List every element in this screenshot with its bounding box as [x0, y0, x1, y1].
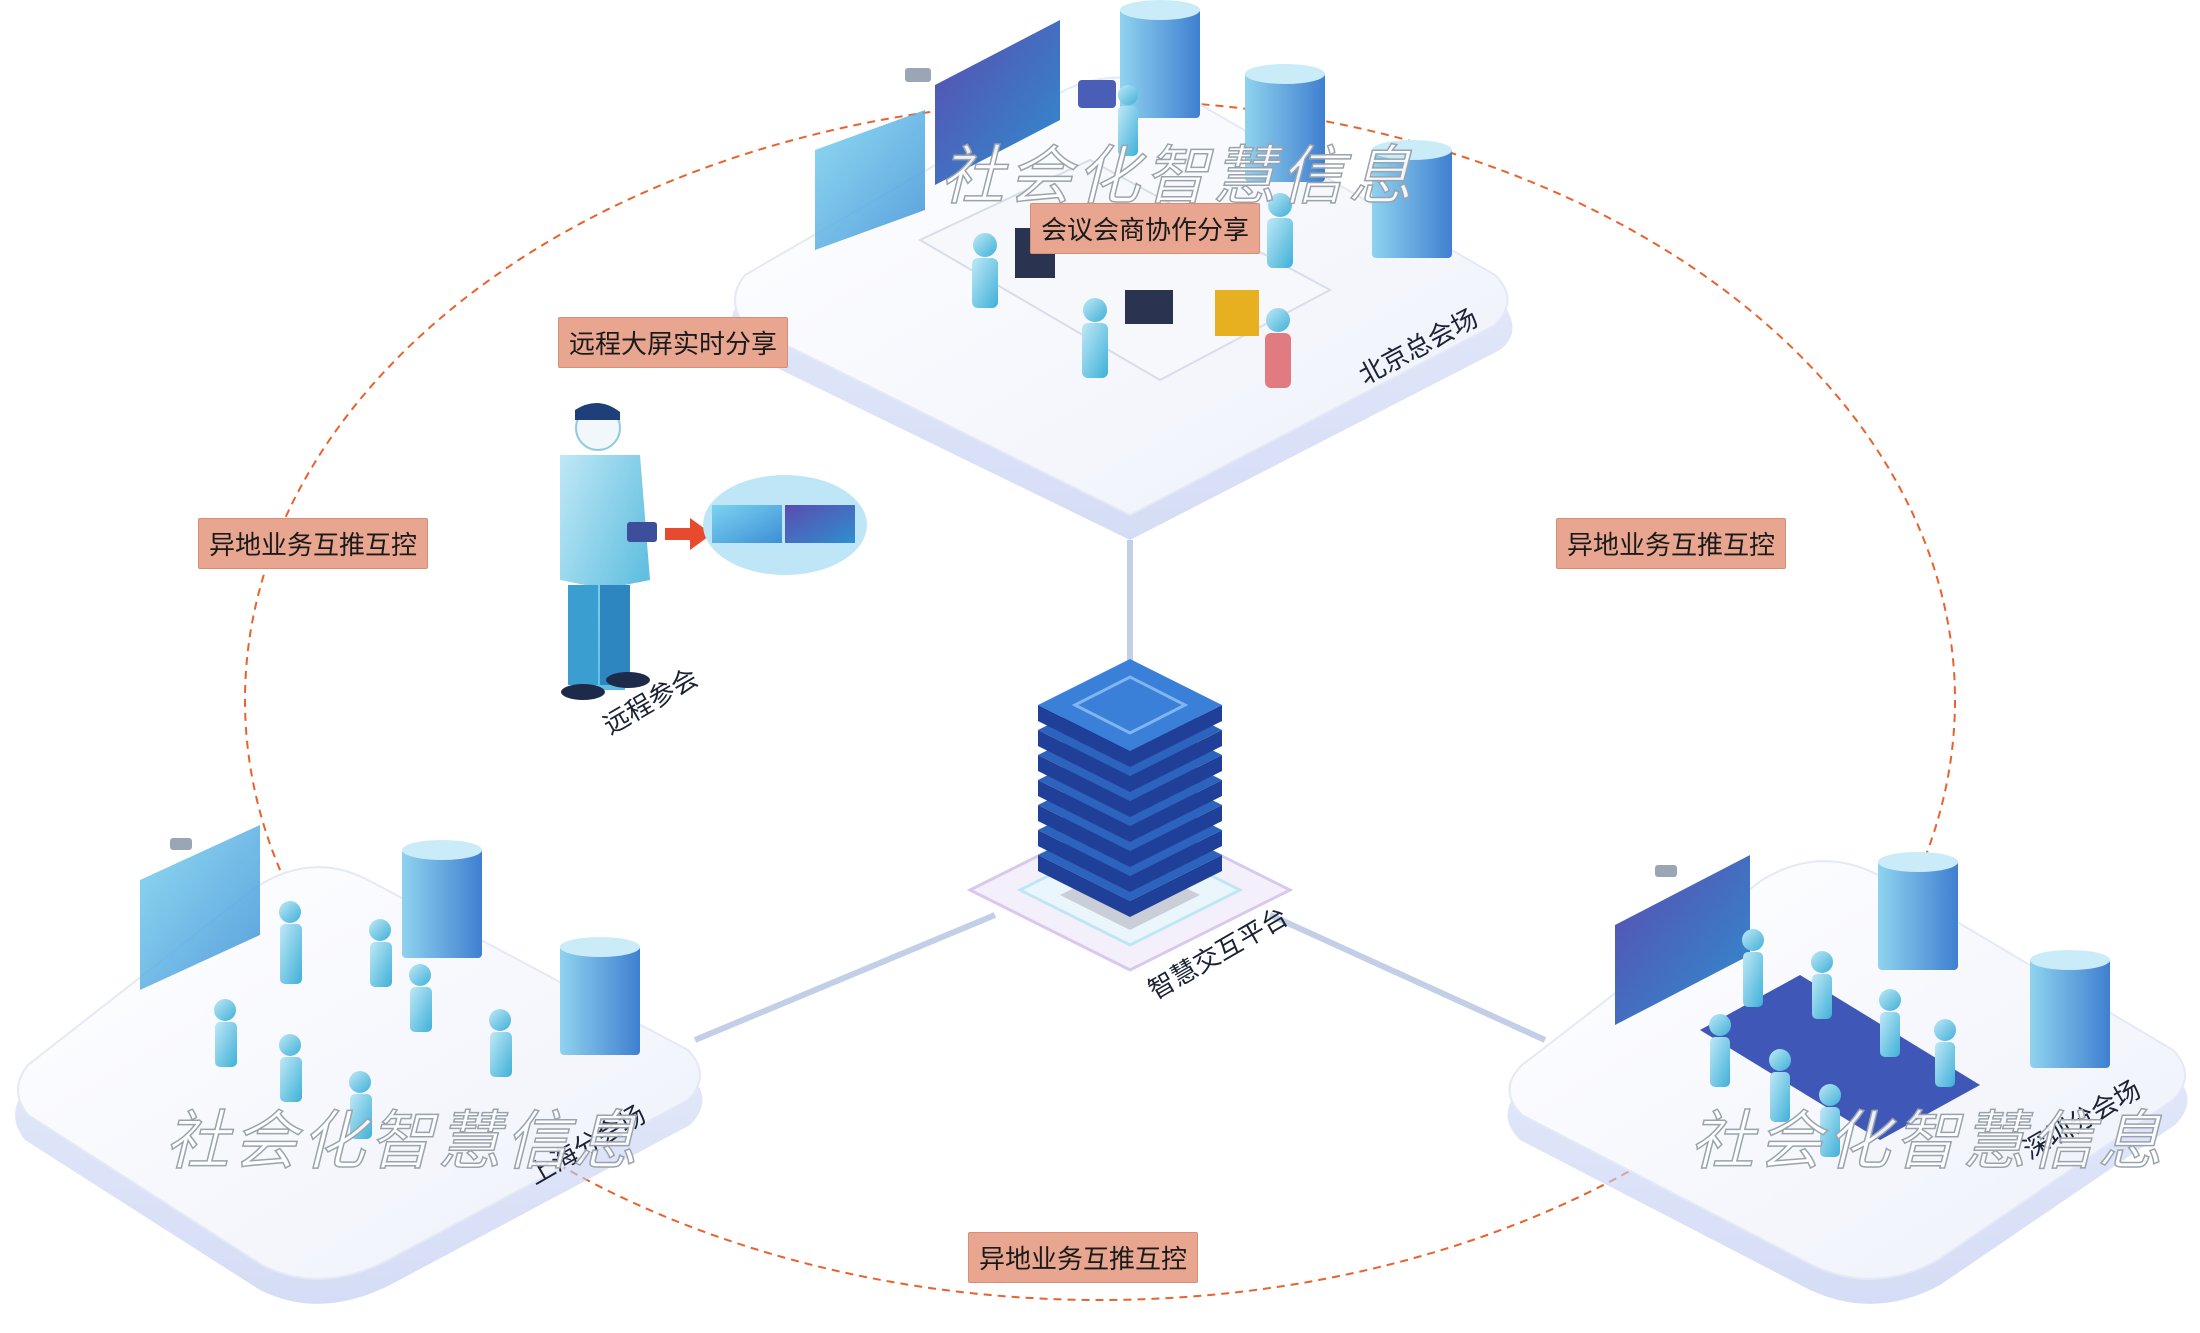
camera-icon	[170, 838, 192, 850]
wall-screen	[140, 825, 260, 990]
conference-table	[1700, 975, 1980, 1140]
server-rack-2	[560, 937, 640, 1055]
push-control-tag-right: 异地业务互推互控	[1556, 518, 1787, 569]
attendees	[972, 85, 1293, 388]
server-layer-side	[1038, 805, 1222, 867]
wall-screen-left	[815, 110, 925, 250]
server-rack-3	[1372, 140, 1452, 258]
server-rack-2	[2030, 950, 2110, 1068]
server-layer-side	[1038, 730, 1222, 792]
server-rack-1	[1878, 852, 1958, 970]
beijing-platform	[730, 0, 1513, 540]
attendees	[214, 901, 512, 1139]
camera-icon	[905, 68, 931, 82]
server-rack-1	[1120, 0, 1200, 118]
bigscreen-share-tag: 远程大屏实时分享	[558, 317, 789, 368]
server-layer-side	[1038, 705, 1222, 767]
collab-share-tag: 会议会商协作分享	[1030, 203, 1261, 254]
watermark: 社会化智慧信息	[939, 139, 1416, 215]
push-control-tag-left: 异地业务互推互控	[198, 518, 429, 569]
server-layer-top	[1038, 659, 1222, 751]
watermark: 社会化智慧信息	[1689, 1104, 2166, 1180]
wall-screen	[1615, 855, 1750, 1025]
central-server	[966, 659, 1294, 972]
server-layer-side	[1038, 780, 1222, 842]
server-top-frame	[1071, 675, 1189, 735]
watermark: 社会化智慧信息	[164, 1104, 641, 1180]
arrow-icon	[665, 518, 712, 550]
server-layer-side	[1038, 830, 1222, 892]
shenzhen-platform	[1507, 852, 2188, 1304]
presenter-tablet	[1078, 80, 1116, 108]
phone-icon	[627, 522, 657, 542]
server-rack-2	[1245, 64, 1325, 182]
attendees	[1709, 929, 1956, 1157]
server-layer-side	[1038, 855, 1222, 917]
wall-screen-right	[935, 20, 1060, 185]
remote-attendee	[560, 402, 867, 700]
shanghai-platform	[15, 825, 703, 1304]
server-layer-side	[1038, 755, 1222, 817]
server-rack-1	[402, 840, 482, 958]
push-control-tag-bottom: 异地业务互推互控	[968, 1232, 1199, 1283]
dashed-ring	[244, 99, 1956, 1301]
camera-icon	[1655, 865, 1677, 877]
